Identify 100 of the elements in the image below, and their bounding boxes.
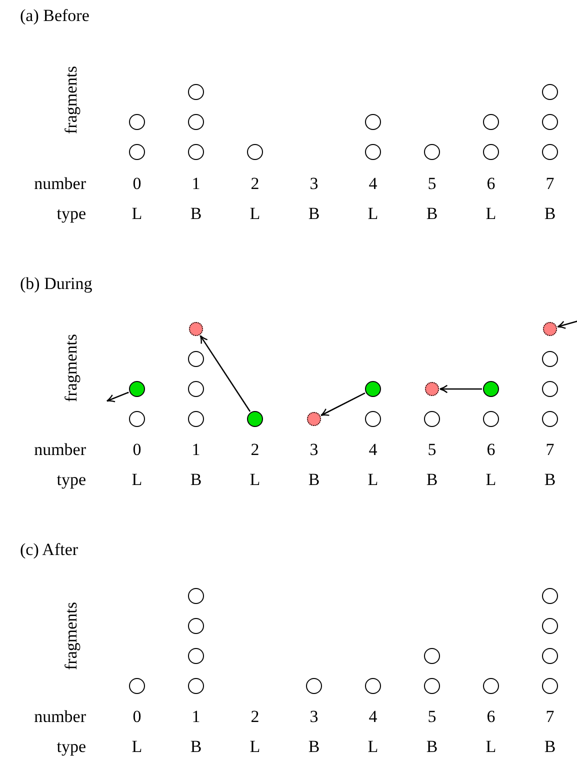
fragment-circle <box>129 144 145 160</box>
fragment-circle <box>129 411 145 427</box>
fragment-circle <box>424 144 440 160</box>
number-label: 4 <box>368 708 378 725</box>
number-label: 6 <box>486 441 496 458</box>
fragment-circle <box>483 678 499 694</box>
moving-fragment-circle <box>129 381 145 397</box>
fragment-circle <box>129 678 145 694</box>
type-label: L <box>486 471 496 488</box>
type-label: L <box>250 738 260 755</box>
number-label: 1 <box>192 708 200 725</box>
number-label: 3 <box>310 175 318 192</box>
fragment-circle <box>542 381 558 397</box>
type-label: B <box>308 205 320 222</box>
fragment-circle <box>542 351 558 367</box>
type-label: B <box>308 738 320 755</box>
number-label: 5 <box>428 708 436 725</box>
fragment-circle <box>365 114 381 130</box>
type-label: L <box>368 205 378 222</box>
row-label: number <box>34 441 86 458</box>
type-label: L <box>132 471 142 488</box>
fragment-circle <box>365 411 381 427</box>
number-label: 6 <box>486 175 496 192</box>
fragment-circle <box>129 114 145 130</box>
type-label: B <box>190 738 202 755</box>
type-label: L <box>486 738 496 755</box>
fragment-circle <box>424 678 440 694</box>
type-label: B <box>308 471 320 488</box>
number-label: 3 <box>310 441 318 458</box>
fragment-circle <box>188 411 204 427</box>
type-label: L <box>486 205 496 222</box>
number-label: 7 <box>546 708 554 725</box>
number-label: 1 <box>192 441 200 458</box>
row-label: type <box>56 471 86 488</box>
axis-label: fragments <box>62 66 80 134</box>
fragment-circle <box>542 411 558 427</box>
fragment-circle <box>188 351 204 367</box>
fragment-circle <box>542 114 558 130</box>
type-label: B <box>426 738 438 755</box>
fragment-circle <box>542 618 558 634</box>
fragment-circle <box>188 84 204 100</box>
type-label: B <box>426 471 438 488</box>
target-fragment-circle <box>425 382 439 396</box>
fragment-circle <box>542 84 558 100</box>
row-label: type <box>56 205 86 222</box>
type-label: B <box>426 205 438 222</box>
number-label: 6 <box>486 708 496 725</box>
fragment-circle <box>542 588 558 604</box>
fragment-circle <box>424 648 440 664</box>
fragment-circle <box>542 648 558 664</box>
panel-title: (c) After <box>20 541 78 558</box>
type-label: L <box>368 738 378 755</box>
row-label: number <box>34 175 86 192</box>
fragment-circle <box>483 144 499 160</box>
target-fragment-circle <box>543 322 557 336</box>
number-label: 0 <box>132 708 142 725</box>
number-label: 4 <box>368 175 378 192</box>
fragment-circle <box>483 114 499 130</box>
type-label: L <box>132 738 142 755</box>
type-label: B <box>544 738 556 755</box>
axis-label: fragments <box>62 334 80 402</box>
axis-label: fragments <box>62 602 80 670</box>
number-label: 0 <box>132 175 142 192</box>
fragment-circle <box>542 144 558 160</box>
fragment-circle <box>188 114 204 130</box>
fragment-circle <box>188 678 204 694</box>
type-label: B <box>190 471 202 488</box>
fragment-circle <box>483 411 499 427</box>
panel-title: (b) During <box>20 275 92 292</box>
fragment-circle <box>188 618 204 634</box>
moving-fragment-circle <box>247 411 263 427</box>
number-label: 1 <box>192 175 200 192</box>
type-label: L <box>368 471 378 488</box>
target-fragment-circle <box>189 322 203 336</box>
fragment-circle <box>365 678 381 694</box>
number-label: 2 <box>250 175 260 192</box>
number-label: 4 <box>368 441 378 458</box>
fragment-circle <box>188 588 204 604</box>
number-label: 5 <box>428 441 436 458</box>
type-label: L <box>132 205 142 222</box>
number-label: 3 <box>310 708 318 725</box>
moving-fragment-circle <box>365 381 381 397</box>
fragment-circle <box>188 648 204 664</box>
type-label: B <box>544 205 556 222</box>
moving-fragment-circle <box>483 381 499 397</box>
number-label: 7 <box>546 441 554 458</box>
number-label: 7 <box>546 175 554 192</box>
fragment-circle <box>188 381 204 397</box>
number-label: 0 <box>132 441 142 458</box>
fragment-circle <box>188 144 204 160</box>
fragment-circle <box>306 678 322 694</box>
target-fragment-circle <box>307 412 321 426</box>
number-label: 2 <box>250 708 260 725</box>
row-label: type <box>56 738 86 755</box>
type-label: B <box>544 471 556 488</box>
fragment-circle <box>424 411 440 427</box>
panel-title: (a) Before <box>20 7 90 24</box>
fragment-circle <box>542 678 558 694</box>
fragment-circle <box>247 144 263 160</box>
type-label: L <box>250 205 260 222</box>
